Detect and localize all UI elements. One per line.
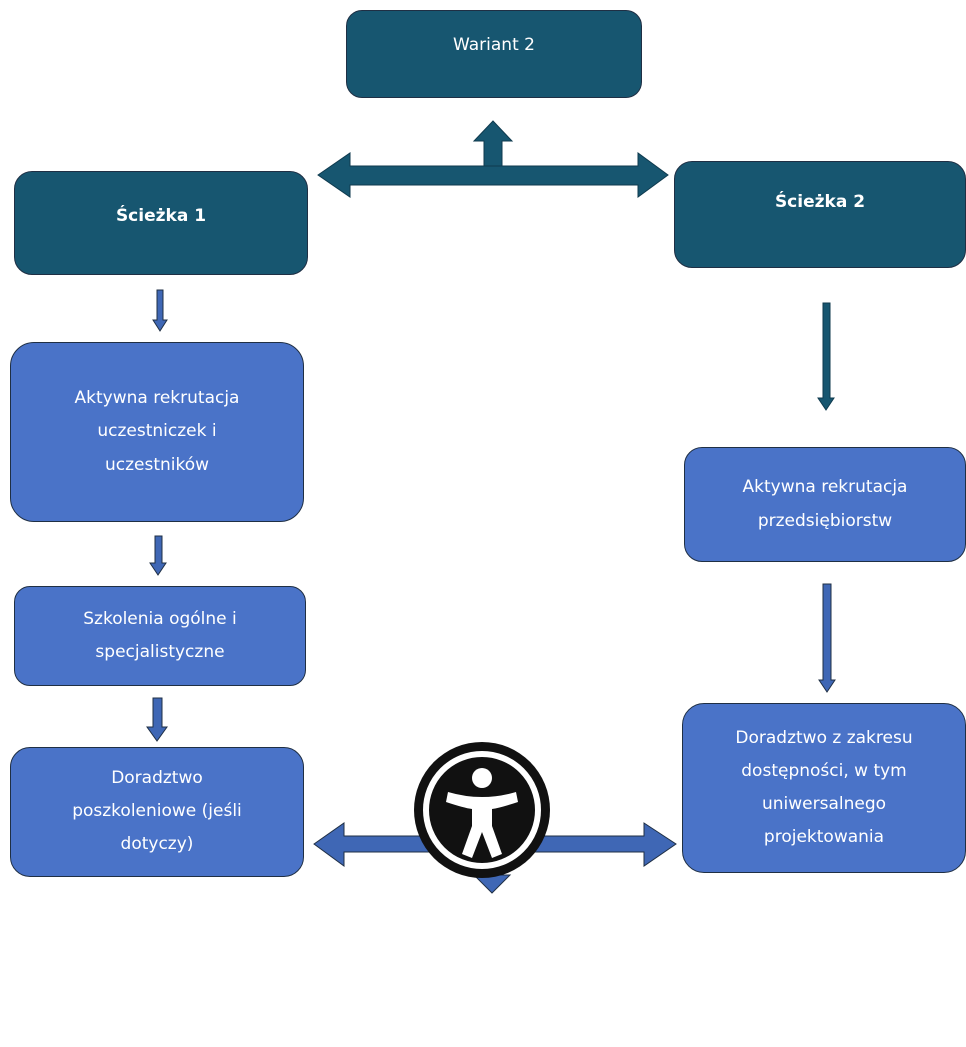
arrow-down-3	[146, 697, 168, 742]
arrow-down-2	[149, 535, 167, 576]
box-path-1: Ścieżka 1	[14, 171, 308, 275]
label-training: Szkolenia ogólne i specjalistyczne	[83, 608, 237, 662]
accessibility-icon	[414, 742, 550, 878]
label-advisory-post-training: Doradztwo poszkoleniowe (jeśli dotyczy)	[72, 768, 242, 855]
arrow-down-5	[818, 583, 836, 693]
box-path-2: Ścieżka 2	[674, 161, 966, 268]
box-advisory-post-training: Doradztwo poszkoleniowe (jeśli dotyczy)	[10, 747, 304, 877]
arrow-down-1	[152, 289, 168, 332]
box-recruit-participants: Aktywna rekrutacja uczestniczek i uczest…	[10, 342, 304, 522]
label-path-2: Ścieżka 2	[774, 192, 866, 212]
box-advisory-accessibility: Doradztwo z zakresu dostępności, w tym u…	[682, 703, 966, 873]
double-arrow-top	[317, 152, 669, 198]
box-recruit-companies: Aktywna rekrutacja przedsiębiorstw	[684, 447, 966, 562]
label-variant-2: Wariant 2	[453, 35, 535, 55]
label-recruit-companies: Aktywna rekrutacja przedsiębiorstw	[742, 477, 908, 531]
arrow-up-variant	[472, 120, 514, 167]
label-advisory-accessibility: Doradztwo z zakresu dostępności, w tym u…	[735, 728, 913, 848]
label-path-1: Ścieżka 1	[115, 206, 207, 226]
label-recruit-participants: Aktywna rekrutacja uczestniczek i uczest…	[74, 388, 240, 475]
box-variant-2: Wariant 2	[346, 10, 642, 98]
arrow-down-4	[817, 302, 835, 411]
box-training: Szkolenia ogólne i specjalistyczne	[14, 586, 306, 686]
